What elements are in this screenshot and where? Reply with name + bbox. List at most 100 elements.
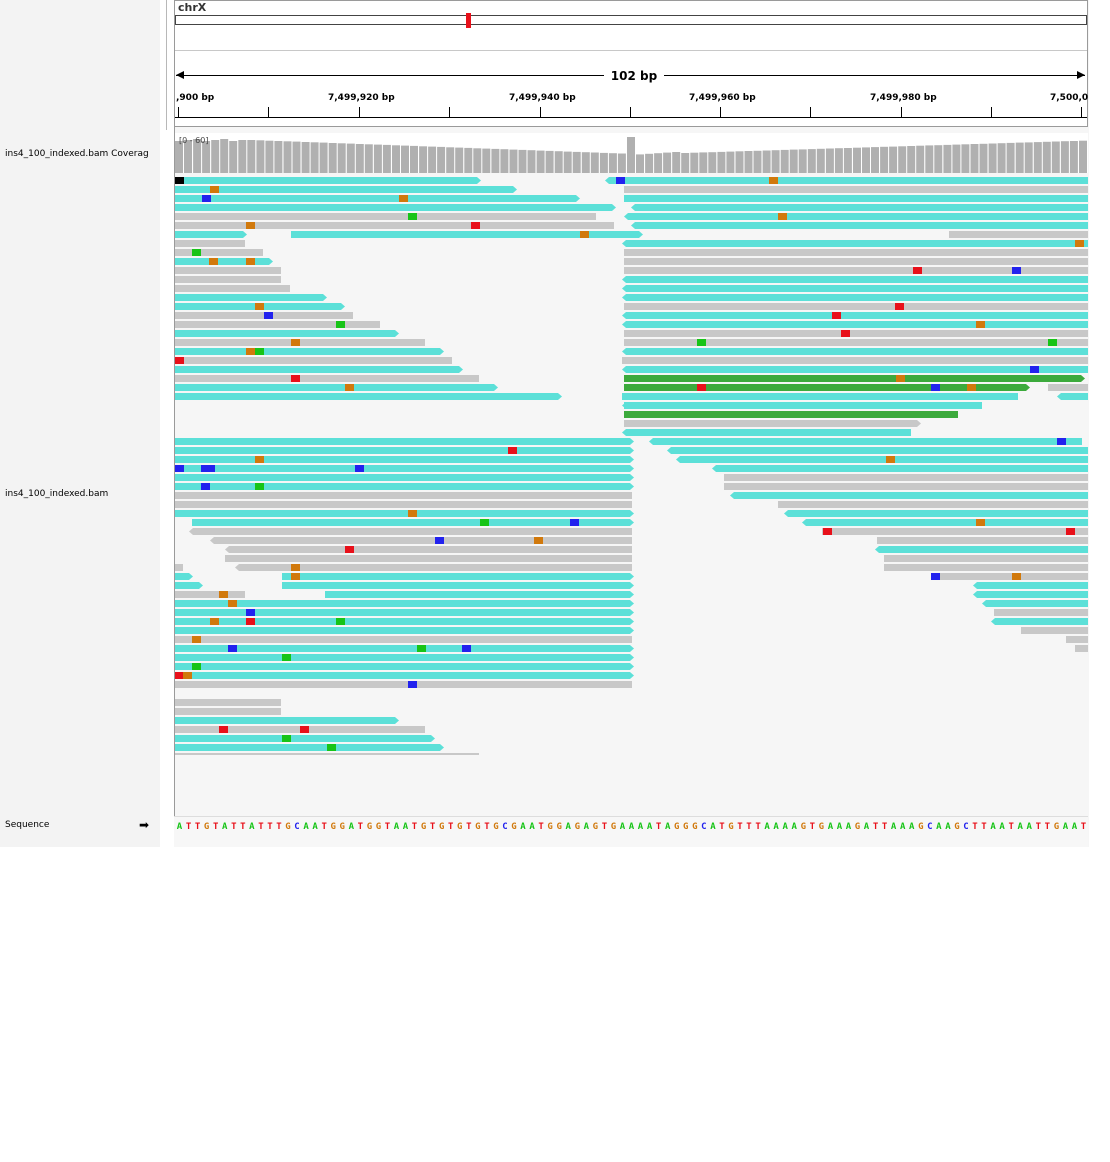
mismatch-base (175, 465, 184, 472)
alignment-read (622, 285, 1088, 292)
alignment-read (175, 249, 263, 256)
attribute-gutter (160, 0, 174, 847)
alignment-reads[interactable] (175, 175, 1088, 755)
coverage-bar (672, 152, 681, 173)
sequence-track[interactable] (174, 816, 1088, 847)
coverage-bar (843, 148, 852, 173)
sequence-base: A (629, 822, 635, 832)
sequence-base: A (565, 822, 571, 832)
coverage-histogram[interactable] (175, 133, 1088, 173)
coverage-bar (617, 153, 626, 173)
alignment-read (822, 528, 1088, 535)
sequence-base: A (665, 822, 671, 832)
sequence-base: T (321, 822, 327, 832)
sequence-base: G (556, 822, 561, 832)
coverage-bar (572, 151, 581, 173)
sequence-base: G (819, 822, 824, 832)
strand-arrow-icon[interactable]: ➡ (139, 818, 150, 832)
alignment-read (175, 609, 634, 616)
coverage-bar (473, 148, 482, 173)
mismatch-base (202, 195, 211, 202)
alignment-read (622, 393, 1018, 400)
sequence-base: T (186, 822, 192, 832)
alignment-read (175, 600, 634, 607)
mismatch-base (462, 645, 471, 652)
mismatch-base (570, 519, 579, 526)
sequence-base: T (484, 822, 490, 832)
sequence-base: A (990, 822, 996, 832)
alignment-read (175, 582, 203, 589)
chromosome-ideogram[interactable] (175, 15, 1087, 25)
mismatch-base (183, 672, 192, 679)
alignment-read (192, 519, 634, 526)
alignment-read (175, 195, 580, 202)
ruler-tick (991, 107, 992, 117)
alignment-read (175, 294, 327, 301)
coverage-bar (816, 148, 825, 173)
alignment-read (622, 402, 634, 409)
sequence-base: A (222, 822, 228, 832)
mismatch-base (255, 303, 264, 310)
sequence-base: A (710, 822, 716, 832)
coverage-bar (871, 147, 879, 173)
coverage-bar (238, 140, 247, 173)
alignment-read (730, 492, 1088, 499)
ruler-tick (810, 107, 811, 117)
alignment-read (624, 213, 1088, 220)
mismatch-base (255, 348, 264, 355)
sequence-base: A (764, 822, 770, 832)
sequence-base: T (981, 822, 987, 832)
sequence-base: T (602, 822, 608, 832)
coverage-bar (373, 144, 382, 173)
sequence-base: A (782, 822, 788, 832)
sequence-base: G (547, 822, 552, 832)
coverage-bar (771, 150, 780, 173)
mismatch-base (246, 258, 255, 265)
sequence-base: A (1063, 822, 1069, 832)
sequence-base: G (683, 822, 688, 832)
mismatch-base (832, 312, 841, 319)
mismatch-base (206, 465, 215, 472)
sequence-track-label[interactable]: Sequence (5, 820, 50, 830)
sequence-base: T (430, 822, 436, 832)
alignment-read (175, 258, 273, 265)
mismatch-base (175, 357, 184, 364)
alignment-read (225, 555, 632, 562)
alignment-read (175, 654, 634, 661)
coverage-bar (229, 141, 238, 173)
coverage-bar (726, 151, 735, 173)
sequence-base: T (466, 822, 472, 832)
alignment-read (624, 249, 1088, 256)
alignment-read (175, 375, 479, 382)
alignment-read (624, 303, 1088, 310)
mismatch-base (175, 177, 184, 184)
alignment-read (175, 744, 444, 751)
mismatch-base (355, 465, 364, 472)
alignment-track-label[interactable]: ins4_100_indexed.bam (5, 489, 109, 499)
coverage-track-label[interactable]: ins4_100_indexed.bam Coverag (5, 149, 149, 159)
mismatch-base (435, 537, 444, 544)
mismatch-base (471, 222, 480, 229)
mismatch-base (300, 726, 309, 733)
sequence-base: C (701, 822, 706, 832)
alignment-read (282, 573, 634, 580)
coverage-bar (220, 139, 229, 173)
coverage-bar (753, 150, 762, 173)
mismatch-base (534, 537, 543, 544)
alignment-read (175, 645, 634, 652)
coverage-bar (1060, 141, 1069, 173)
ruler-tick (720, 107, 721, 117)
sequence-base: T (385, 822, 391, 832)
alignment-read (175, 321, 380, 328)
alignment-read (175, 240, 245, 247)
alignment-read (175, 366, 463, 373)
alignment-read (175, 483, 634, 490)
sequence-base: G (575, 822, 580, 832)
sequence-base: G (918, 822, 923, 832)
mismatch-base (228, 600, 237, 607)
coverage-bar (952, 144, 961, 173)
alignment-read (622, 240, 1088, 247)
coverage-bar (590, 152, 599, 173)
mismatch-base (976, 519, 985, 526)
alignment-read (884, 564, 1088, 571)
